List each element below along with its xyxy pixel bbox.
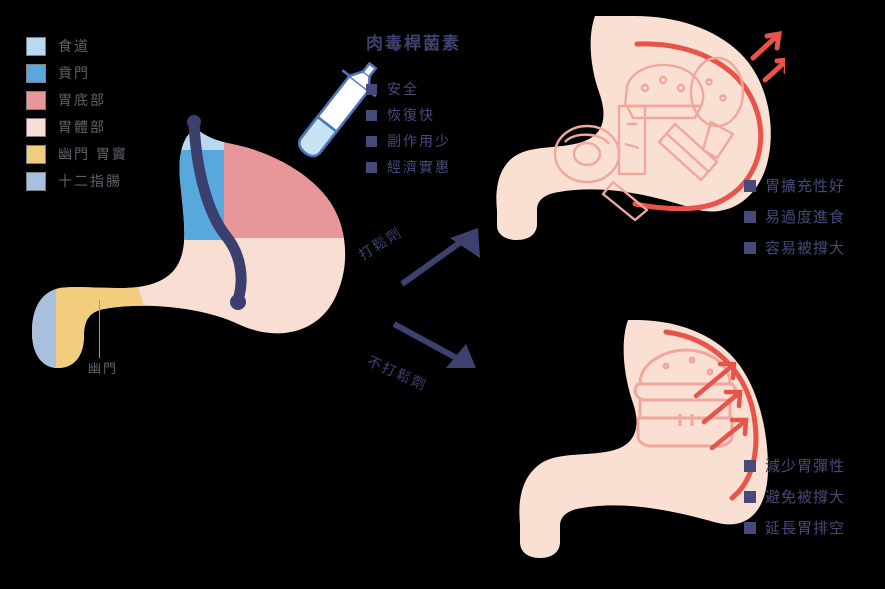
legend-item-duodenum: 十二指腸 <box>26 169 226 193</box>
legend-item-cardia: 賁門 <box>26 61 226 85</box>
region-duodenum <box>32 260 56 368</box>
reduced-elasticity-wall <box>663 329 759 501</box>
legend-swatch-esophagus <box>26 36 46 56</box>
bullet-square-icon <box>744 210 756 223</box>
outcome-label: 胃擴充性好 <box>765 178 846 195</box>
donut-icon <box>553 124 621 184</box>
stomach-illustration-restricted <box>480 318 770 568</box>
outcome-label: 避免被撐大 <box>765 489 846 506</box>
outcome-item: 減少胃彈性 <box>744 450 845 481</box>
botox-benefit-label: 恢復快 <box>387 107 435 123</box>
botox-benefit-list: 安全 恢復快 副作用少 經濟實惠 <box>366 76 451 180</box>
stomach-outline <box>496 16 771 240</box>
legend-label-fundus: 胃底部 <box>58 92 106 108</box>
bullet-square-icon <box>366 109 377 121</box>
bullet-square-icon <box>744 179 756 192</box>
outcome-label: 延長胃排空 <box>765 520 846 537</box>
legend-item-fundus: 胃底部 <box>26 88 226 112</box>
outcome-item: 胃擴充性好 <box>744 170 845 201</box>
legend-swatch-fundus <box>26 90 46 110</box>
bullet-square-icon <box>366 161 377 173</box>
botox-benefit-item: 恢復快 <box>366 102 451 128</box>
outcome-list-restricted: 減少胃彈性 避免被撐大 延長胃排空 <box>744 450 845 543</box>
endoscope-scope <box>187 115 247 310</box>
bullet-square-icon <box>744 459 756 472</box>
hotdog-icon <box>657 122 719 182</box>
stomach-illustration-distended <box>495 14 785 254</box>
outcome-list-distended: 胃擴充性好 易過度進食 容易被撐大 <box>744 170 845 263</box>
outcome-label: 容易被撐大 <box>765 240 846 257</box>
botox-benefit-item: 副作用少 <box>366 128 451 154</box>
legend-swatch-cardia <box>26 63 46 83</box>
legend-item-antrum: 幽門 胃竇 <box>26 142 226 166</box>
outcome-label: 易過度進食 <box>765 209 846 226</box>
food-contents <box>553 56 745 222</box>
legend-label-duodenum: 十二指腸 <box>58 173 122 189</box>
outcome-item: 延長胃排空 <box>744 512 845 543</box>
bullet-square-icon <box>744 521 756 534</box>
organ-legend: 食道 賁門 胃底部 胃體部 幽門 胃竇 十二指腸 <box>26 34 226 196</box>
outcome-label: 減少胃彈性 <box>765 458 846 475</box>
botox-benefit-item: 安全 <box>366 76 451 102</box>
legend-label-antrum: 幽門 胃竇 <box>58 146 128 162</box>
botox-benefit-label: 副作用少 <box>387 133 451 149</box>
legend-swatch-body <box>26 117 46 137</box>
outcome-item: 避免被撐大 <box>744 481 845 512</box>
legend-label-body: 胃體部 <box>58 119 106 135</box>
stretched-wall-highlight <box>632 41 764 212</box>
legend-label-esophagus: 食道 <box>58 38 90 54</box>
flow-arrow-upper <box>398 224 488 288</box>
pylorus-callout-label: 幽門 <box>88 361 119 376</box>
bullet-square-icon <box>366 135 377 147</box>
contraction-arrows-icon <box>693 361 749 451</box>
flow-arrow-lower <box>390 318 490 378</box>
expansion-arrows-icon <box>750 30 785 83</box>
botox-title: 肉毒桿菌素 <box>366 34 461 53</box>
legend-swatch-antrum <box>26 144 46 164</box>
legend-swatch-duodenum <box>26 171 46 191</box>
outcome-item: 容易被撐大 <box>744 232 845 263</box>
anatomical-stomach-diagram <box>0 110 360 380</box>
outcome-item: 易過度進食 <box>744 201 845 232</box>
fries-icon <box>601 180 649 222</box>
bullet-square-icon <box>366 83 377 95</box>
bullet-square-icon <box>744 490 756 503</box>
bullet-square-icon <box>744 241 756 254</box>
taco-icon <box>623 63 705 108</box>
pylorus-leader-line <box>99 300 100 358</box>
botox-benefit-label: 經濟實惠 <box>387 159 451 175</box>
stomach-outline <box>519 320 768 558</box>
legend-item-esophagus: 食道 <box>26 34 226 58</box>
botox-benefit-label: 安全 <box>387 81 419 97</box>
legend-item-body: 胃體部 <box>26 115 226 139</box>
legend-label-cardia: 賁門 <box>58 65 90 81</box>
botox-benefit-item: 經濟實惠 <box>366 154 451 180</box>
syringe-icon <box>286 58 386 174</box>
